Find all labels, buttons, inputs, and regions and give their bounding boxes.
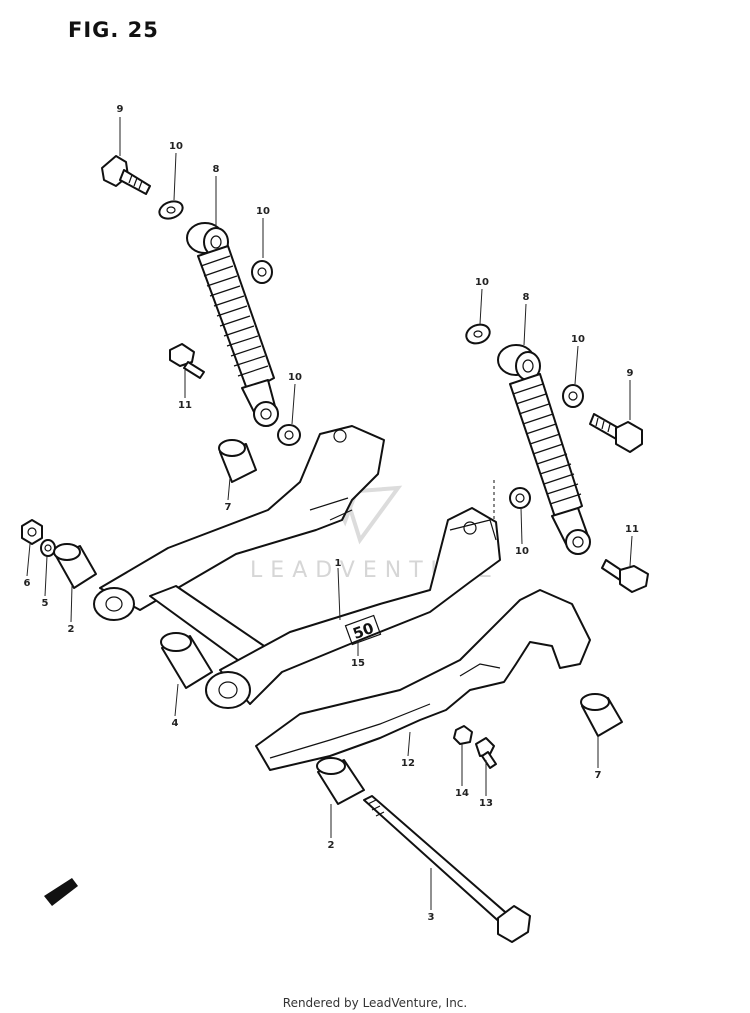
pivot-bolt xyxy=(363,795,531,943)
figure-title: FIG. 25 xyxy=(68,18,159,42)
shock-absorber-right xyxy=(497,344,591,555)
callout-12: 12 xyxy=(401,758,415,769)
bolt-small-left xyxy=(169,343,205,379)
callout-10-left-top: 10 xyxy=(169,141,183,152)
callout-9-right: 9 xyxy=(627,368,634,379)
washer-right-top xyxy=(465,323,491,345)
callout-15: 15 xyxy=(351,658,365,669)
callout-6: 6 xyxy=(24,578,31,589)
callout-2-upper: 2 xyxy=(68,624,75,635)
callout-9-left: 9 xyxy=(117,104,124,115)
nut-small xyxy=(453,725,473,745)
washer-left-upper-right xyxy=(251,260,273,284)
bolt-small-right xyxy=(601,559,649,593)
callout-7-left: 7 xyxy=(225,502,232,513)
callout-10-left-mid: 10 xyxy=(256,206,270,217)
leader-lines xyxy=(26,117,633,910)
callout-11-left: 11 xyxy=(178,400,192,411)
callout-10-right-mid: 10 xyxy=(571,334,585,345)
bushing-lower xyxy=(316,757,365,805)
washer-left-top xyxy=(158,200,184,220)
bushing-right xyxy=(580,693,623,737)
callout-8-right: 8 xyxy=(523,292,530,303)
callout-14: 14 xyxy=(455,788,469,799)
callout-2-lower: 2 xyxy=(328,840,335,851)
bolt-left xyxy=(101,155,151,195)
chain-case xyxy=(255,589,591,771)
callout-10-left-lower: 10 xyxy=(288,372,302,383)
washer-left-lower xyxy=(277,424,301,446)
callout-8-left: 8 xyxy=(213,164,220,175)
callout-1: 1 xyxy=(335,558,342,569)
callout-10-right-top: 10 xyxy=(475,277,489,288)
nut xyxy=(21,519,43,545)
footer-credit: Rendered by LeadVenture, Inc. xyxy=(282,996,468,1010)
bushing-upper xyxy=(53,543,97,589)
washer-small xyxy=(40,539,56,557)
washer-right-lower xyxy=(509,487,531,509)
callout-3: 3 xyxy=(428,912,435,923)
callout-5: 5 xyxy=(42,598,49,609)
shock-absorber-left xyxy=(186,222,279,427)
washer-right-upper-right xyxy=(562,384,584,408)
pivot-bushing xyxy=(160,632,213,689)
callout-10-right-lower: 10 xyxy=(515,546,529,557)
callout-4: 4 xyxy=(172,718,179,729)
bolt-right xyxy=(589,413,643,453)
callout-7-right: 7 xyxy=(595,770,602,781)
callout-13: 13 xyxy=(479,798,493,809)
direction-arrow-icon xyxy=(44,878,78,906)
callout-11-right: 11 xyxy=(625,524,639,535)
bushing-left xyxy=(218,439,257,483)
callout-labels: 9 10 8 10 11 10 7 6 5 2 10 8 10 9 10 11 … xyxy=(24,104,639,923)
bolt-small-center xyxy=(475,737,497,769)
